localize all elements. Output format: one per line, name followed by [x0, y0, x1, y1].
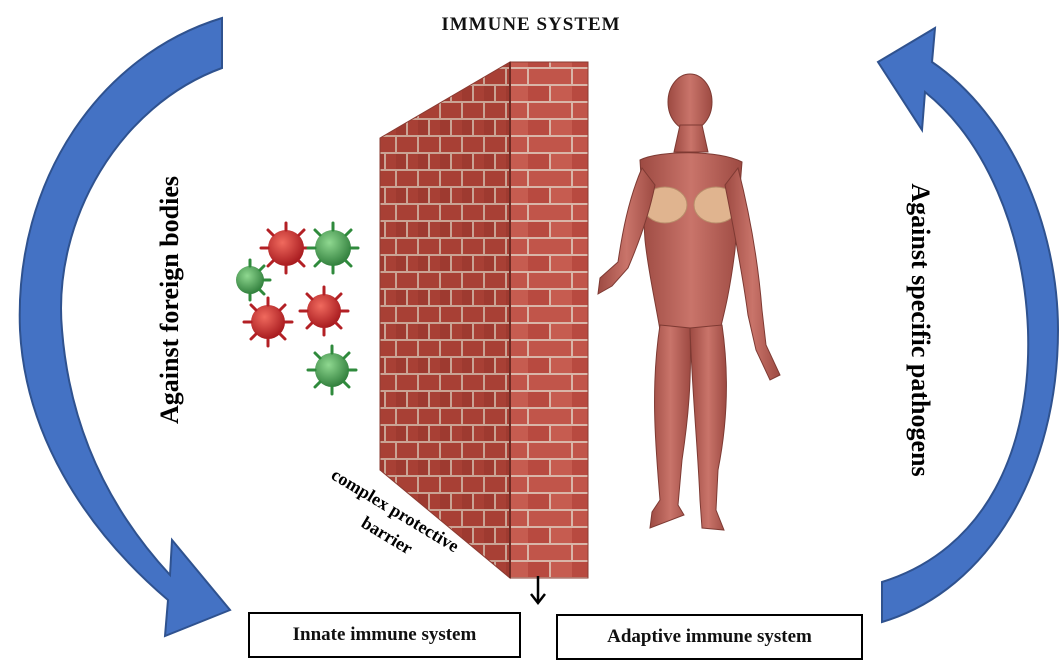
green-virus — [308, 346, 356, 394]
brick-wall — [380, 62, 588, 578]
innate-immune-system-box: Innate immune system — [248, 612, 521, 658]
diagram-title: IMMUNE SYSTEM — [0, 14, 1062, 36]
human-muscle-figure — [598, 74, 780, 530]
left-leg — [650, 325, 691, 528]
neck — [674, 125, 708, 152]
left-curved-arrow — [20, 18, 230, 636]
green-virus — [308, 223, 358, 273]
red-virus — [300, 287, 348, 335]
down-arrow — [531, 576, 545, 603]
red-virus — [261, 223, 311, 273]
right-leg — [690, 325, 726, 530]
right-arm — [725, 168, 780, 380]
adaptive-immune-system-box: Adaptive immune system — [556, 614, 863, 660]
left-arrow-label: Against foreign bodies — [155, 176, 185, 424]
virus-cluster — [236, 223, 358, 394]
head — [668, 74, 712, 130]
red-virus — [244, 298, 292, 346]
right-arrow-label: Against specific pathogens — [905, 183, 935, 476]
torso — [640, 153, 742, 330]
green-virus — [236, 260, 270, 300]
